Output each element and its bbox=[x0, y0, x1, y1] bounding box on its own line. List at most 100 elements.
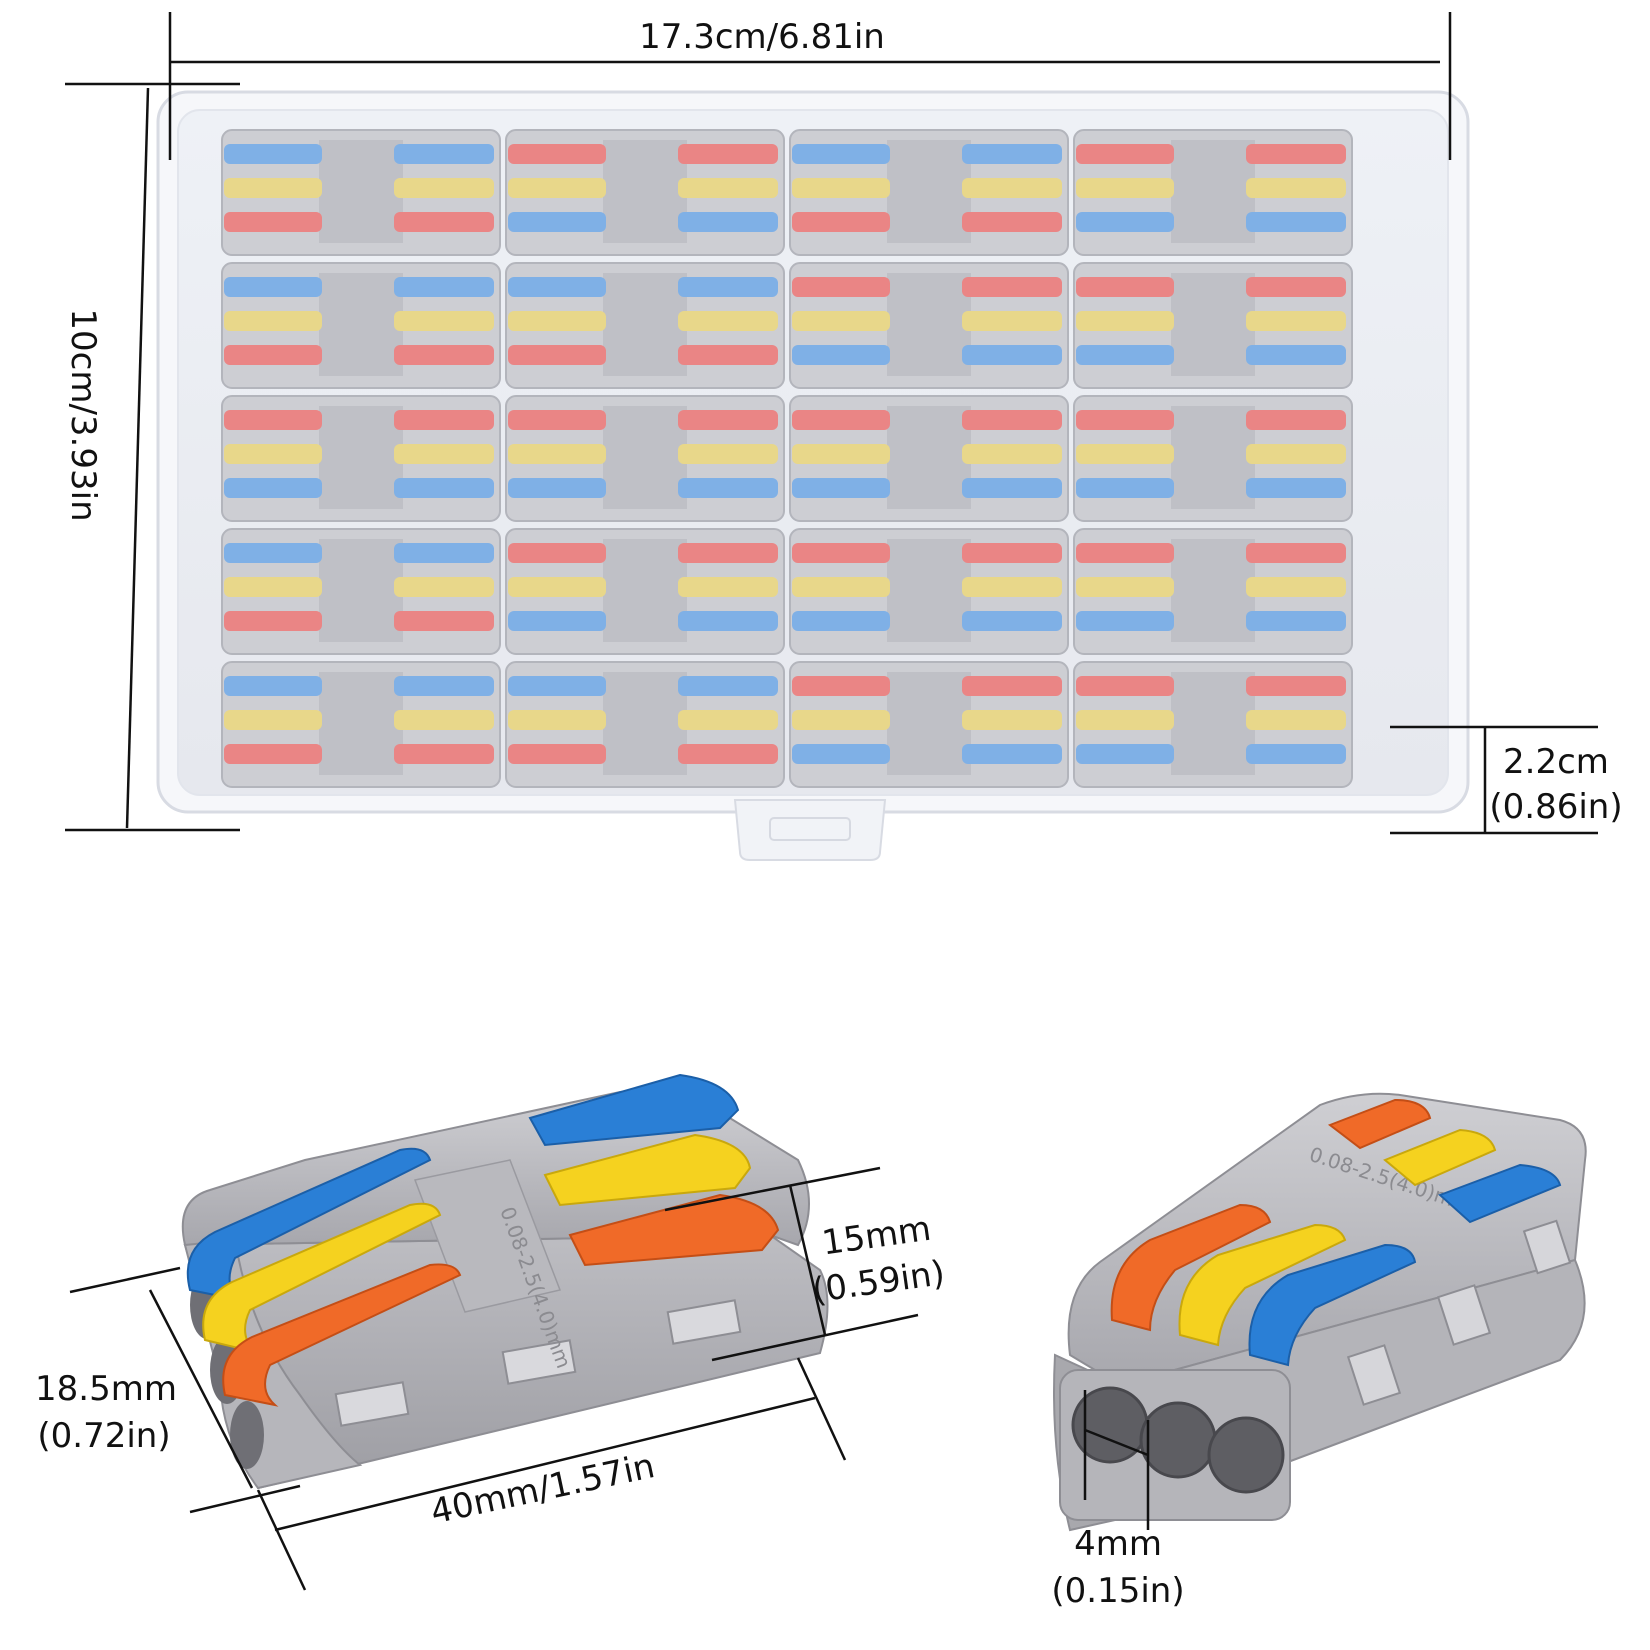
lever-red bbox=[394, 611, 494, 631]
lever-red bbox=[678, 410, 778, 430]
lever-red bbox=[792, 410, 890, 430]
lever-red bbox=[224, 744, 322, 764]
lever-yellow bbox=[394, 444, 494, 464]
boxed-connector bbox=[221, 262, 501, 389]
lever-red bbox=[508, 144, 606, 164]
lever-blue bbox=[224, 277, 322, 297]
lever-blue bbox=[224, 543, 322, 563]
lever-blue bbox=[224, 478, 322, 498]
lever-red bbox=[508, 543, 606, 563]
lever-red bbox=[962, 676, 1062, 696]
lever-yellow bbox=[962, 710, 1062, 730]
boxed-connector bbox=[221, 661, 501, 788]
lever-red bbox=[1246, 277, 1346, 297]
lever-red bbox=[1076, 676, 1174, 696]
connector-width-label-mm: 15mm bbox=[819, 1209, 933, 1264]
boxed-connector bbox=[789, 395, 1069, 522]
lever-blue bbox=[508, 478, 606, 498]
boxed-connector bbox=[1073, 661, 1353, 788]
lever-yellow bbox=[394, 710, 494, 730]
boxed-connector bbox=[789, 661, 1069, 788]
boxed-connector bbox=[1073, 129, 1353, 256]
lever-blue bbox=[508, 212, 606, 232]
lever-red bbox=[508, 744, 606, 764]
lever-yellow bbox=[508, 577, 606, 597]
lever-red bbox=[508, 345, 606, 365]
lever-blue bbox=[394, 543, 494, 563]
lever-red bbox=[1076, 277, 1174, 297]
lever-yellow bbox=[962, 311, 1062, 331]
lever-blue bbox=[1246, 744, 1346, 764]
lever-red bbox=[962, 410, 1062, 430]
lever-yellow bbox=[508, 710, 606, 730]
connector-front-icon: 0.08-2.5(4.0)mm bbox=[1053, 1092, 1587, 1532]
lever-yellow bbox=[792, 710, 890, 730]
lever-red bbox=[678, 144, 778, 164]
lever-yellow bbox=[1076, 577, 1174, 597]
lever-red bbox=[962, 277, 1062, 297]
lever-red bbox=[792, 543, 890, 563]
lever-blue bbox=[508, 277, 606, 297]
lever-yellow bbox=[224, 311, 322, 331]
lever-blue bbox=[678, 676, 778, 696]
lever-yellow bbox=[224, 577, 322, 597]
lever-red bbox=[1246, 676, 1346, 696]
connector-grid bbox=[221, 129, 1353, 788]
boxed-connector bbox=[505, 129, 785, 256]
hole-diameter-dimension: 4mm (0.15in) bbox=[1051, 1390, 1185, 1611]
boxed-connector bbox=[1073, 262, 1353, 389]
lever-blue bbox=[1076, 611, 1174, 631]
lever-red bbox=[394, 212, 494, 232]
lever-blue bbox=[678, 611, 778, 631]
lever-yellow bbox=[394, 178, 494, 198]
lever-red bbox=[508, 410, 606, 430]
lever-blue bbox=[1246, 345, 1346, 365]
lever-yellow bbox=[1246, 311, 1346, 331]
hole-diameter-label-in: (0.15in) bbox=[1051, 1571, 1184, 1611]
lever-yellow bbox=[394, 577, 494, 597]
box-depth-label-in: (0.86in) bbox=[1489, 787, 1622, 827]
box-depth-label-cm: 2.2cm bbox=[1503, 742, 1609, 782]
lever-blue bbox=[1076, 478, 1174, 498]
lever-blue bbox=[394, 277, 494, 297]
lever-red bbox=[394, 744, 494, 764]
lever-blue bbox=[224, 144, 322, 164]
lever-blue bbox=[1246, 212, 1346, 232]
lever-blue bbox=[1076, 744, 1174, 764]
lever-blue bbox=[962, 144, 1062, 164]
lever-yellow bbox=[1076, 710, 1174, 730]
lever-red bbox=[792, 277, 890, 297]
lever-red bbox=[224, 212, 322, 232]
lever-red bbox=[224, 410, 322, 430]
connector-height-label-in: (0.72in) bbox=[37, 1416, 170, 1456]
lever-red bbox=[1246, 144, 1346, 164]
lever-blue bbox=[508, 611, 606, 631]
lever-blue bbox=[962, 345, 1062, 365]
lever-blue bbox=[792, 744, 890, 764]
lever-red bbox=[678, 345, 778, 365]
lever-yellow bbox=[224, 444, 322, 464]
lever-yellow bbox=[1246, 178, 1346, 198]
lever-yellow bbox=[508, 178, 606, 198]
lever-blue bbox=[678, 478, 778, 498]
lever-yellow bbox=[508, 444, 606, 464]
lever-blue bbox=[962, 611, 1062, 631]
box-height-label: 10cm/3.93in bbox=[63, 308, 103, 521]
lever-red bbox=[224, 611, 322, 631]
lever-blue bbox=[962, 744, 1062, 764]
lever-blue bbox=[792, 144, 890, 164]
hole-diameter-label-mm: 4mm bbox=[1074, 1524, 1162, 1564]
box-height-dimension: 10cm/3.93in bbox=[63, 82, 240, 832]
lever-yellow bbox=[1076, 444, 1174, 464]
lever-blue bbox=[962, 478, 1062, 498]
lever-blue bbox=[678, 212, 778, 232]
lever-blue bbox=[792, 345, 890, 365]
lever-yellow bbox=[678, 444, 778, 464]
lever-yellow bbox=[394, 311, 494, 331]
lever-yellow bbox=[792, 444, 890, 464]
lever-red bbox=[1076, 410, 1174, 430]
lever-yellow bbox=[1076, 178, 1174, 198]
lever-red bbox=[224, 345, 322, 365]
lever-blue bbox=[224, 676, 322, 696]
